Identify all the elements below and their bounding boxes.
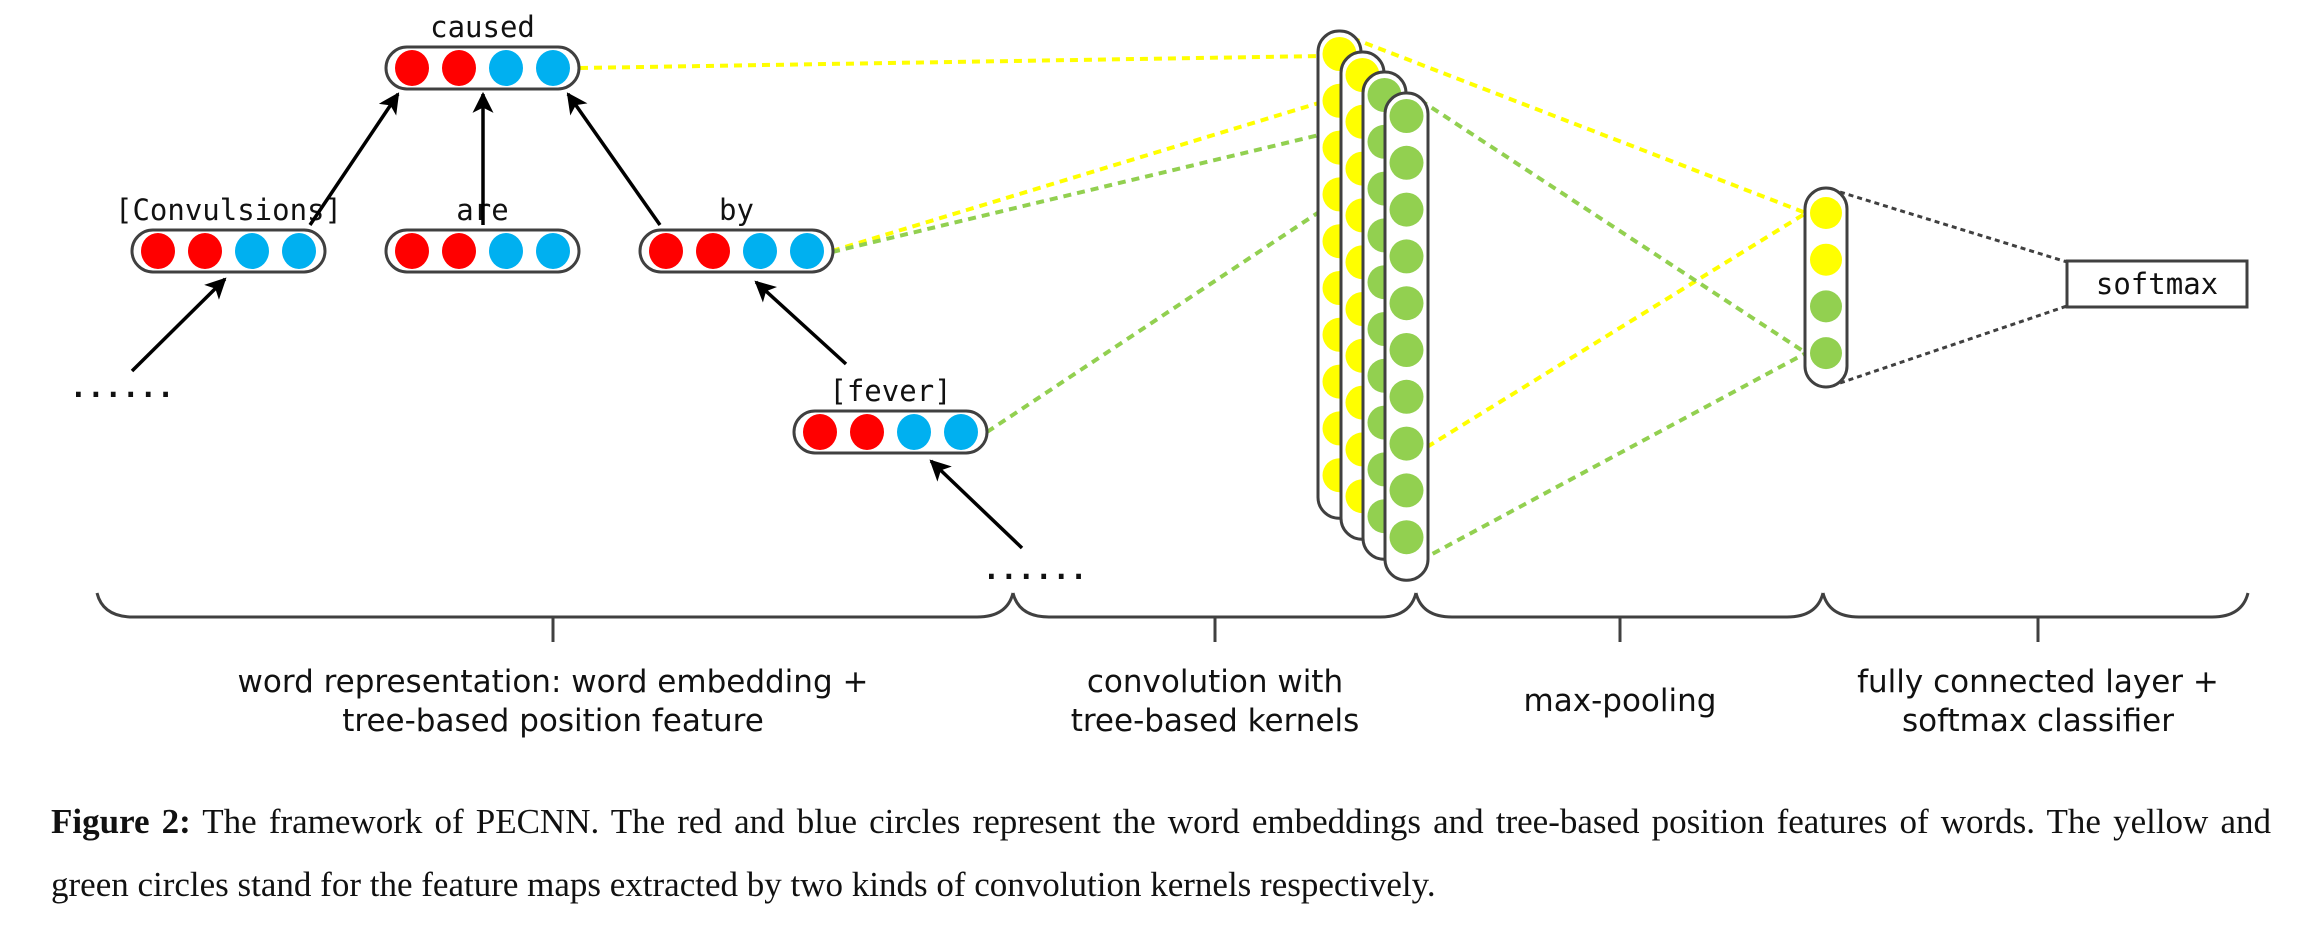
- dotted-line-pool-to-softmax-top: [1839, 190, 2068, 264]
- dependency-arrow-ellipsis-bottom-to-fever: [929, 459, 1024, 550]
- green-feature-circle: [1389, 239, 1424, 274]
- dependency-tree: caused [Convulsions] are by [fever].........…: [70, 10, 1088, 586]
- figure-caption: Figure 2: The framework of PECNN. The re…: [51, 790, 2271, 916]
- word-vector-outline: [384, 45, 581, 91]
- position-feature-circle: [235, 233, 269, 269]
- position-feature-circle: [489, 50, 523, 86]
- word-embedding-circle: [803, 414, 837, 450]
- yellow-pooled-circle: [1810, 243, 1842, 276]
- word-embedding-circle: [696, 233, 730, 269]
- word-vector-outline: [130, 228, 327, 274]
- softmax-box: softmax: [2065, 259, 2249, 309]
- stage-braces: [95, 592, 2250, 642]
- position-feature-circle: [790, 233, 824, 269]
- word-embedding-circle: [442, 50, 476, 86]
- dependency-arrow-fever-to-by: [754, 280, 848, 366]
- position-feature-circle: [743, 233, 777, 269]
- stage-label-max-pooling: max-pooling: [1524, 683, 1717, 719]
- position-feature-circle: [536, 233, 570, 269]
- connection-lines: [579, 31, 2068, 569]
- max-pooling-vector: [1803, 186, 1849, 389]
- stage-brace-3: [1414, 592, 1825, 619]
- green-feature-circle: [1389, 520, 1424, 555]
- word-vector-outline: [384, 228, 581, 274]
- word-label-fever: [fever]: [829, 374, 951, 408]
- dashed-line-feature-map-bottom-to-pool-green: [1407, 351, 1807, 569]
- green-feature-circle: [1389, 473, 1424, 508]
- word-vector-outline: [638, 228, 835, 274]
- word-node-are: are: [384, 193, 581, 274]
- pooling-vector-outline: [1803, 186, 1849, 389]
- green-feature-circle: [1389, 333, 1424, 367]
- softmax-label: softmax: [2096, 267, 2218, 301]
- word-node-convulsions: [Convulsions]: [115, 193, 342, 274]
- dashed-line-feature-map-top-to-pool-green: [1418, 98, 1808, 355]
- word-node-by: by: [638, 193, 835, 274]
- green-pooled-circle: [1810, 290, 1842, 323]
- stage-label-fully-connected-line1: fully connected layer +: [1857, 664, 2219, 700]
- stage-label-word-representation-line1: word representation: word embedding +: [238, 664, 869, 700]
- word-node-caused: caused: [384, 10, 581, 91]
- dependency-arrow-convulsions-to-caused: [308, 92, 400, 226]
- word-node-fever: [fever]: [792, 374, 989, 455]
- word-embedding-circle: [395, 50, 429, 86]
- green-pooled-circle: [1810, 337, 1842, 370]
- word-label-convulsions: [Convulsions]: [115, 193, 342, 227]
- position-feature-circle: [489, 233, 523, 269]
- convolution-feature-maps: [1316, 29, 1430, 582]
- word-embedding-circle: [649, 233, 683, 269]
- position-feature-circle: [897, 414, 931, 450]
- green-feature-circle: [1389, 379, 1424, 414]
- green-feature-circle: [1389, 99, 1424, 133]
- dotted-line-pool-to-softmax-bottom: [1839, 304, 2068, 385]
- word-embedding-circle: [850, 414, 884, 450]
- position-feature-circle: [944, 414, 978, 450]
- yellow-pooled-circle: [1810, 197, 1842, 229]
- dashed-line-by-to-feature-map-green: [831, 116, 1391, 254]
- ellipsis-bottom: ......: [983, 552, 1088, 586]
- stage-label-convolution-line1: convolution with: [1087, 664, 1343, 700]
- word-embedding-circle: [395, 233, 429, 269]
- word-label-caused: caused: [430, 10, 535, 44]
- dashed-line-feature-map-bottom-to-pool-yellow: [1425, 211, 1808, 449]
- dashed-line-fever-to-feature-map: [985, 163, 1392, 434]
- dependency-arrow-ellipsis-left-to-convulsions: [130, 277, 227, 373]
- green-feature-circle: [1389, 286, 1424, 321]
- stage-labels: word representation: word embedding + tr…: [238, 664, 2219, 739]
- position-feature-circle: [536, 50, 570, 86]
- stage-brace-1: [95, 592, 1015, 619]
- stage-label-convolution-line2: tree-based kernels: [1071, 703, 1360, 739]
- green-feature-circle: [1389, 426, 1424, 461]
- green-feature-circle: [1389, 145, 1424, 180]
- stage-brace-4: [1821, 592, 2250, 619]
- stage-label-fully-connected-line2: softmax classifier: [1902, 703, 2174, 739]
- word-label-by: by: [719, 193, 754, 227]
- position-feature-circle: [282, 233, 316, 269]
- dashed-line-by-to-feature-map-yellow: [831, 100, 1323, 253]
- dashed-line-caused-to-feature-map: [579, 54, 1323, 70]
- caption-label: Figure 2:: [51, 802, 191, 841]
- word-embedding-circle: [141, 233, 175, 269]
- ellipsis-left: ......: [70, 370, 175, 404]
- green-feature-circle: [1389, 192, 1424, 227]
- word-embedding-circle: [188, 233, 222, 269]
- caption-text: The framework of PECNN. The red and blue…: [51, 802, 2271, 904]
- word-vector-outline: [792, 409, 989, 455]
- feature-map-4: [1383, 91, 1430, 582]
- word-embedding-circle: [442, 233, 476, 269]
- stage-label-word-representation-line2: tree-based position feature: [342, 703, 764, 739]
- stage-brace-2: [1011, 592, 1418, 619]
- dependency-arrow-by-to-caused: [566, 92, 662, 227]
